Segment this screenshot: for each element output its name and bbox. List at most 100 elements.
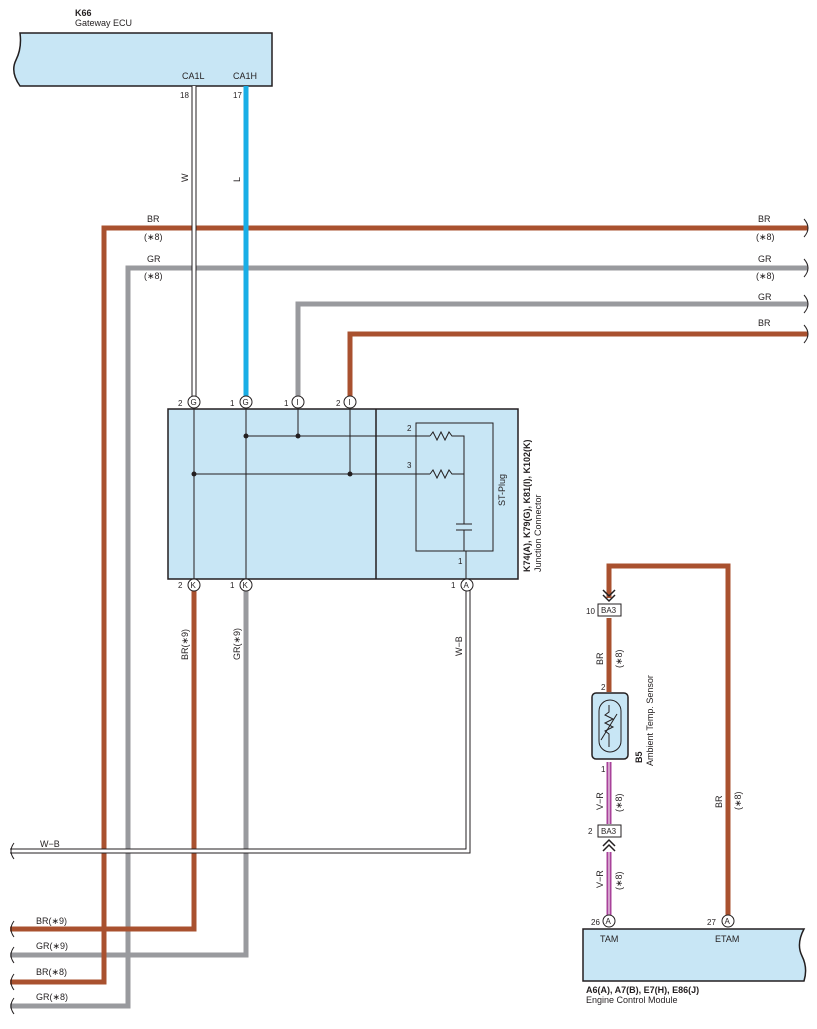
label-br8-left: BR(∗8): [36, 967, 67, 977]
label-wb-vert: W−B: [454, 636, 464, 656]
svg-text:1: 1: [284, 399, 289, 408]
label-gr8-left: GR(∗8): [36, 992, 68, 1002]
sensor-pin-2: 2: [601, 683, 606, 692]
connector-ba3-bottom: 2 BA3: [588, 824, 622, 838]
svg-text:G: G: [191, 398, 197, 407]
svg-text:BA3: BA3: [601, 827, 617, 836]
svg-text:BR: BR: [714, 795, 724, 808]
svg-text:1: 1: [451, 581, 456, 590]
svg-text:2: 2: [178, 399, 183, 408]
svg-text:(∗8): (∗8): [614, 649, 624, 668]
sensor-pin-1: 1: [601, 765, 606, 774]
svg-text:A: A: [725, 917, 731, 926]
svg-text:27: 27: [707, 918, 716, 927]
svg-text:2: 2: [178, 581, 183, 590]
junction-pin-2k: 2 K: [178, 578, 201, 592]
junction-name: Junction Connector: [533, 494, 543, 572]
svg-text:ETAM: ETAM: [715, 934, 739, 944]
wire-br-etam: [606, 563, 731, 916]
wire-br-to-junction-k: [10, 590, 197, 932]
pin-num-18: 18: [180, 91, 189, 100]
ecm-name: Engine Control Module: [586, 995, 678, 1005]
junction-pin-1g: 1 G: [230, 395, 253, 409]
svg-text:BR: BR: [595, 652, 605, 665]
svg-text:1: 1: [230, 581, 235, 590]
label-l: L: [232, 177, 242, 182]
svg-text:2: 2: [336, 399, 341, 408]
svg-text:BA3: BA3: [601, 606, 617, 615]
junction-pin-2i: 2 I: [336, 395, 357, 409]
svg-text:V−R: V−R: [595, 792, 605, 810]
sensor-code: B5: [634, 751, 644, 763]
wire-gr-left-long: [10, 265, 808, 1009]
ambient-temp-sensor: 2 1 B5 Ambient Temp. Sensor: [591, 675, 655, 774]
label-br-star8-left: (∗8): [144, 232, 163, 242]
label-gr-right2: GR: [758, 292, 772, 302]
junction-code: K74(A), K79(G), K81(I), K102(K): [522, 439, 532, 572]
label-w: W: [180, 173, 190, 182]
label-gr-star8-right: (∗8): [756, 271, 775, 281]
label-gr-star8-left: (∗8): [144, 271, 163, 281]
ecm-pin-etam: 27 A ETAM: [707, 914, 739, 944]
label-wb-left: W−B: [40, 839, 60, 849]
gateway-ecu-code: K66: [75, 8, 92, 18]
junction-pin-1k: 1 K: [230, 578, 253, 592]
pin-name-ca1l: CA1L: [182, 71, 205, 81]
wire-br-top-right: [347, 331, 808, 400]
label-br-left: BR: [147, 214, 160, 224]
svg-text:26: 26: [591, 918, 600, 927]
svg-text:(∗8): (∗8): [614, 871, 624, 890]
label-br9-vert: BR(∗9): [180, 629, 190, 660]
sensor-name: Ambient Temp. Sensor: [645, 675, 655, 766]
svg-text:10: 10: [586, 607, 595, 616]
pin-name-ca1h: CA1H: [233, 71, 257, 81]
wire-labels: W L BR (∗8) BR (∗8) GR (∗8) GR (∗8) GR B…: [36, 173, 775, 1002]
label-br-star8-right: (∗8): [756, 232, 775, 242]
label-br-right2: BR: [758, 318, 771, 328]
label-br-right: BR: [758, 214, 771, 224]
svg-text:1: 1: [230, 399, 235, 408]
label-gr-right: GR: [758, 254, 772, 264]
svg-text:G: G: [243, 398, 249, 407]
right-break-marks: [803, 218, 809, 344]
wire-gr-to-junction-k: [10, 590, 249, 958]
junction-pin-1i: 1 I: [284, 395, 305, 409]
svg-text:2: 2: [588, 827, 593, 836]
left-break-marks: [10, 842, 15, 1015]
pin-num-17: 17: [233, 91, 242, 100]
connector-ba3-top: 10 BA3: [586, 603, 622, 617]
label-gr-left: GR: [147, 254, 161, 264]
st-plug-label: ST-Plug: [497, 474, 507, 506]
gateway-ecu: K66 Gateway ECU CA1L CA1H 18 17: [13, 8, 273, 100]
gateway-ecu-name: Gateway ECU: [75, 18, 132, 28]
st-plug-pin-3: 3: [407, 461, 412, 470]
right-wire-labels: BR (∗8) V−R (∗8) V−R (∗8) BR (∗8): [595, 649, 743, 890]
svg-text:TAM: TAM: [600, 934, 618, 944]
st-plug-pin-2: 2: [407, 424, 412, 433]
chevron-connector-bottom: [602, 838, 616, 852]
label-gr9-vert: GR(∗9): [232, 628, 242, 660]
svg-text:I: I: [297, 398, 299, 407]
svg-text:K: K: [191, 581, 197, 590]
wire-gr-top-right: [295, 301, 808, 400]
svg-text:A: A: [606, 917, 612, 926]
svg-text:(∗8): (∗8): [614, 793, 624, 812]
engine-control-module: 26 A TAM 27 A ETAM A6(A), A7(B), E7(H), …: [582, 914, 807, 1005]
junction-pin-1a: 1 A: [451, 578, 474, 592]
svg-text:V−R: V−R: [595, 870, 605, 888]
label-gr9-left: GR(∗9): [36, 941, 68, 951]
junction-pin-2g: 2 G: [178, 395, 201, 409]
svg-text:A: A: [464, 581, 470, 590]
wire-wb: [10, 590, 471, 854]
junction-connector: 2 3 1 ST-Plug K74(A), K79(G), K81(I), K1…: [167, 395, 543, 592]
wire-br-left-long: [10, 225, 808, 985]
svg-text:(∗8): (∗8): [733, 791, 743, 810]
ecm-code: A6(A), A7(B), E7(H), E86(J): [586, 985, 699, 995]
svg-text:I: I: [349, 398, 351, 407]
st-plug-pin-1: 1: [458, 557, 463, 566]
svg-text:K: K: [243, 581, 249, 590]
ecm-pin-tam: 26 A TAM: [591, 914, 618, 944]
chevron-connector-top: [602, 589, 616, 603]
label-br9-left: BR(∗9): [36, 916, 67, 926]
